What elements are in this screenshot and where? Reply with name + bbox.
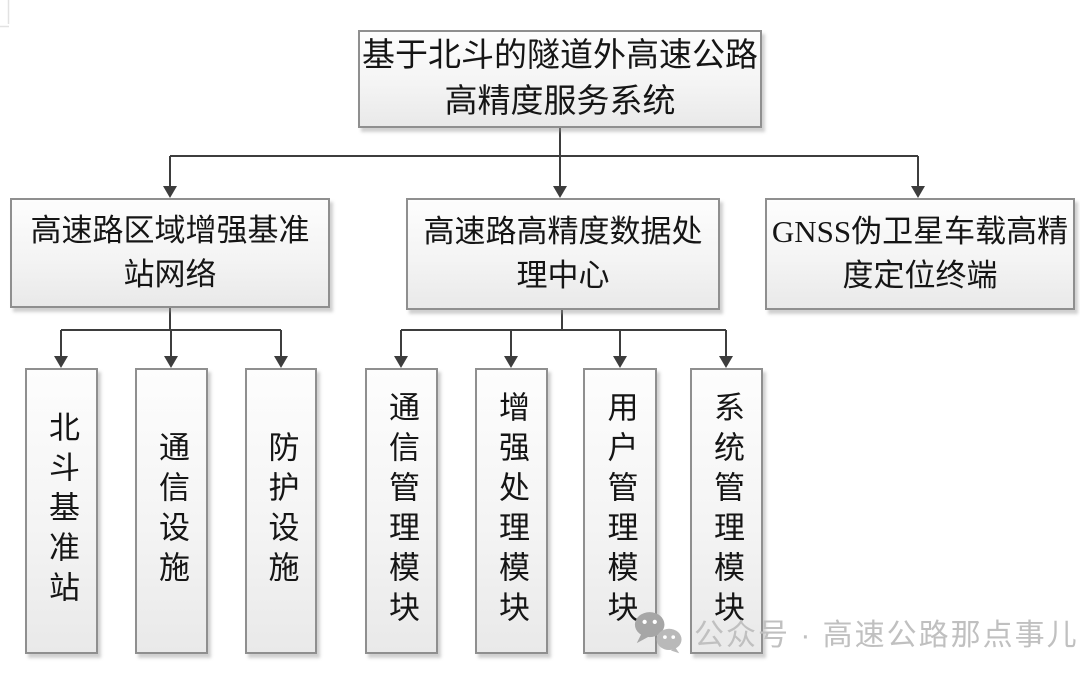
branch-box-station-network: 高速路区域增强基准 站网络 [10,198,330,308]
data-center-connectors [400,310,727,357]
root-to-branches-connectors [169,128,919,187]
data-center-arrowheads [394,356,733,368]
leaf-box-label: 通信管理模块 [384,391,419,631]
branch-box-data-center: 高速路高精度数据处 理中心 [406,198,720,310]
watermark-text: 公众号 · 高速公路那点事儿 [694,619,1079,652]
station-network-arrowheads [54,356,288,368]
root-box-beidou-system: 基于北斗的隧道外高速公路 高精度服务系统 [358,30,762,128]
root-to-branches-arrowheads [163,186,925,198]
watermark: 公众号 · 高速公路那点事儿 [634,610,1079,654]
branch-box-label: 高速路高精度数据处 理中心 [423,214,703,293]
leaf-box-communication-module: 通信管理模块 [365,368,438,654]
leaf-box-label: 防护设施 [263,431,299,591]
station-network-connectors [60,308,282,357]
corner-line-artifact [0,0,10,28]
leaf-box-label: 增强处理模块 [494,391,529,631]
leaf-box-protection-facilities: 防护设施 [245,368,317,654]
leaf-box-label: 通信设施 [154,431,189,591]
leaf-box-system-management-module: 系统管理模块 [690,368,763,654]
leaf-box-augmentation-module: 增强处理模块 [475,368,548,654]
leaf-box-label: 用户管理模块 [602,391,638,631]
leaf-box-user-management-module: 用户管理模块 [583,368,657,654]
root-box-label: 基于北斗的隧道外高速公路 高精度服务系统 [362,38,758,120]
leaf-box-communication-facilities: 通信设施 [135,368,208,654]
branch-box-gnss-terminal: GNSS伪卫星车载高精 度定位终端 [765,198,1075,310]
leaf-box-label: 北斗基准站 [44,411,79,611]
leaf-box-beidou-base-station: 北斗基准站 [25,368,98,654]
leaf-box-label: 系统管理模块 [709,391,744,631]
branch-box-label: 高速路区域增强基准 站网络 [30,213,310,292]
wechat-icon [634,612,682,654]
branch-box-label: GNSS伪卫星车载高精 度定位终端 [771,214,1069,293]
